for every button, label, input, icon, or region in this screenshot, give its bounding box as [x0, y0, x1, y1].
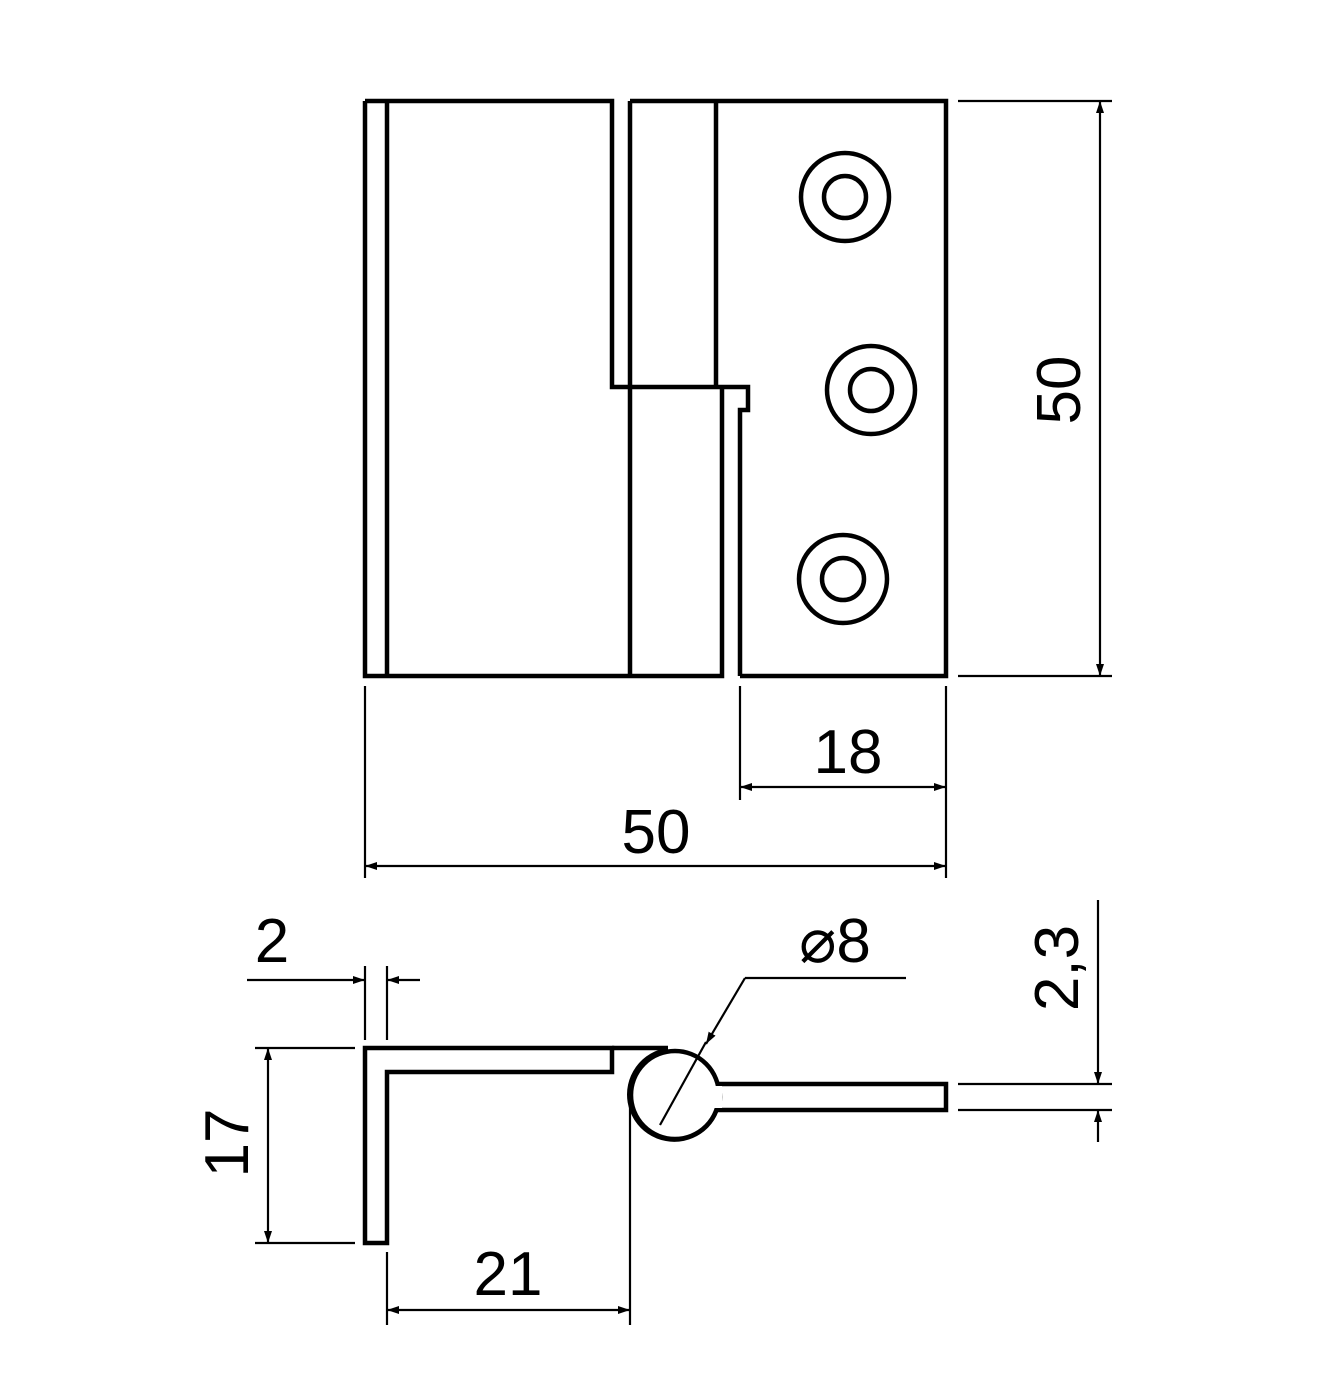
- dim-label: 18: [814, 718, 883, 787]
- dim-label: 50: [1025, 356, 1094, 425]
- section-view: [362, 1045, 949, 1246]
- dimension-front-width: 50: [363, 686, 946, 878]
- screw-hole-top: [798, 150, 892, 244]
- dimension-bent-height: 17: [193, 1046, 355, 1245]
- dimension-leaf-width: 18: [738, 686, 948, 878]
- dim-label: 50: [622, 798, 691, 867]
- front-view: [362, 98, 949, 679]
- dimension-front-height: 50: [958, 99, 1112, 678]
- dimension-thickness: 2: [247, 907, 420, 1040]
- screw-hole-bottom: [796, 532, 890, 626]
- dimension-pin-diameter: ⌀8: [659, 907, 906, 1126]
- dim-label: 2,3: [1023, 925, 1092, 1011]
- dim-label: 2: [255, 907, 289, 976]
- dimension-bent-width: 21: [385, 1100, 632, 1325]
- screw-hole-middle: [824, 343, 918, 437]
- dimension-leaf-thickness: 2,3: [958, 900, 1112, 1142]
- dim-label: 21: [474, 1240, 543, 1309]
- dim-label: ⌀8: [799, 907, 871, 976]
- dim-label: 17: [193, 1109, 262, 1178]
